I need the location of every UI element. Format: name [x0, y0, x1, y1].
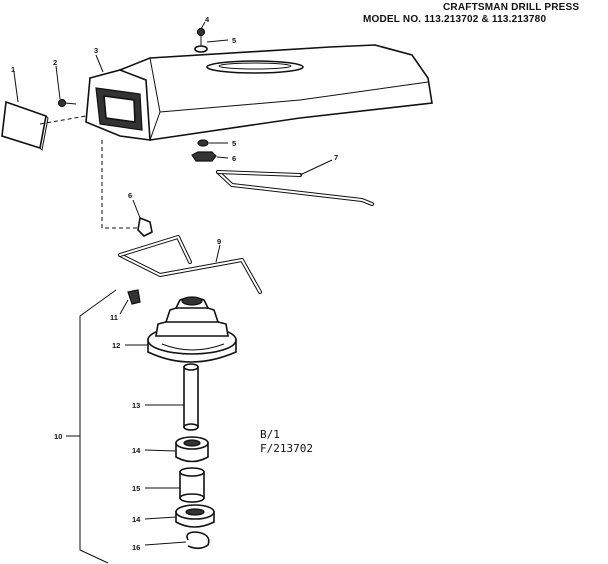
callout-14-upper: 14 — [132, 446, 141, 455]
part-7-rod — [216, 170, 374, 206]
callout-9: 9 — [217, 237, 221, 246]
callout-12: 12 — [112, 341, 120, 350]
part-5-washer-bottom — [197, 139, 209, 147]
callout-1: 1 — [11, 65, 15, 74]
callout-16: 16 — [132, 543, 140, 552]
part-12-spindle-pulley — [147, 296, 237, 363]
assembly-10-bracket — [79, 289, 117, 564]
part-2-screw — [57, 98, 77, 108]
figure-note: B/1 F/213702 — [260, 428, 313, 456]
callout-5-bottom: 5 — [232, 139, 236, 148]
callout-4: 4 — [205, 15, 210, 24]
callout-2: 2 — [53, 58, 57, 67]
callout-7: 7 — [334, 153, 338, 162]
part-9-rod — [118, 235, 262, 294]
callout-14-lower: 14 — [132, 515, 141, 524]
part-15-spacer — [179, 467, 205, 503]
callout-6-nut: 6 — [232, 154, 236, 163]
part-14-bearing-lower — [175, 504, 215, 528]
part-6-nut — [191, 151, 217, 162]
part-4-screw — [196, 27, 206, 46]
part-5-washer-top — [194, 45, 208, 53]
part-13-spindle-shaft — [183, 363, 199, 431]
part-11-set-screw — [127, 289, 141, 305]
part-14-bearing-upper — [175, 436, 209, 463]
assembly-lines — [39, 115, 140, 229]
figure-note-line-1: B/1 — [260, 428, 280, 441]
part-6-knob — [137, 216, 153, 237]
figure-note-line-2: F/213702 — [260, 442, 313, 455]
part-16-retaining-ring — [186, 531, 210, 550]
callout-5-top: 5 — [232, 36, 236, 45]
part-3-belt-guard — [85, 44, 433, 141]
title-line-2: MODEL NO. 113.213702 & 113.213780 — [363, 14, 547, 25]
leader-lines — [13, 21, 333, 546]
callout-13: 13 — [132, 401, 140, 410]
part-1-label-plate — [1, 100, 49, 152]
callout-labels: 1 2 3 4 5 5 6 6 7 9 10 11 12 13 14 15 14… — [11, 15, 338, 552]
title-line-1: CRAFTSMAN DRILL PRESS — [443, 2, 580, 13]
callout-15: 15 — [132, 484, 140, 493]
callout-6-knob: 6 — [128, 191, 132, 200]
callout-11: 11 — [110, 313, 118, 322]
callout-3: 3 — [94, 46, 98, 55]
callout-10: 10 — [54, 432, 62, 441]
